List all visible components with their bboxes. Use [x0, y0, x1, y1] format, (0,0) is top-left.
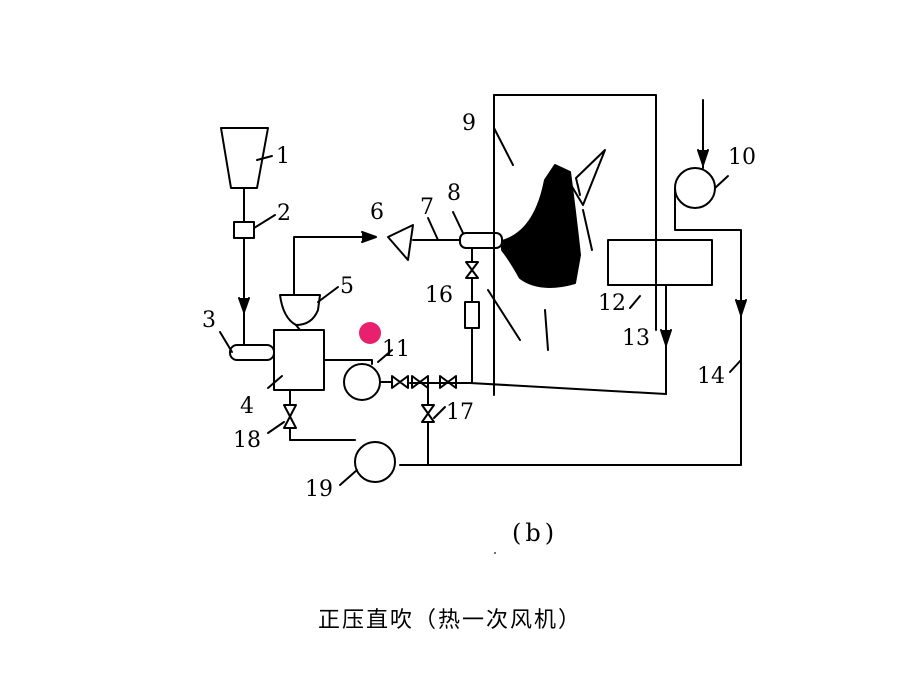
- label-1: 1: [276, 144, 290, 169]
- flow-arrow-13: [660, 329, 672, 346]
- label-10: 10: [728, 145, 756, 170]
- feed-arrow: [238, 297, 250, 313]
- label-17: 17: [446, 400, 474, 425]
- powder-fan: [387, 224, 461, 261]
- valve-18: [267, 389, 297, 441]
- subfigure-label: (b): [512, 519, 558, 547]
- flow-arrow-14: [735, 299, 747, 316]
- label-5: 5: [340, 274, 354, 299]
- label-6: 6: [370, 200, 384, 225]
- hot-air-pipe: [409, 382, 667, 395]
- stray-dot: [494, 552, 496, 554]
- label-4: 4: [240, 394, 254, 419]
- label-14: 14: [697, 364, 725, 389]
- label-7: 7: [420, 195, 434, 220]
- burner: [427, 211, 503, 249]
- label-12: 12: [598, 291, 626, 316]
- air-preheater: [607, 219, 713, 309]
- coal-feeder: [233, 214, 276, 239]
- label-2: 2: [277, 201, 291, 226]
- seal-air-fan: [339, 441, 396, 486]
- label-8: 8: [447, 181, 461, 206]
- flame: [501, 164, 581, 288]
- valve-group-11: [391, 375, 457, 389]
- pointer-indicator: [359, 322, 381, 344]
- label-3: 3: [202, 308, 216, 333]
- caption: 正压直吹（热一次风机）: [317, 608, 582, 633]
- pipe-separator-to-nozzle: [293, 236, 376, 296]
- classifier: [279, 286, 339, 331]
- tempering-line: [464, 247, 480, 384]
- label-11: 11: [382, 337, 410, 362]
- label-9: 9: [462, 111, 476, 136]
- label-19: 19: [305, 477, 333, 502]
- coal-mill: [267, 329, 325, 391]
- blower: [674, 99, 729, 209]
- flow-arrow-6: [361, 231, 377, 243]
- label-16: 16: [425, 283, 453, 308]
- primary-air-fan: [323, 349, 393, 401]
- valve-17: [421, 387, 446, 466]
- mill-inlet: [219, 331, 275, 361]
- pipe-blower-preheater: [674, 187, 742, 466]
- label-18: 18: [233, 428, 261, 453]
- coal-hopper: [220, 127, 273, 189]
- label-13: 13: [622, 326, 650, 351]
